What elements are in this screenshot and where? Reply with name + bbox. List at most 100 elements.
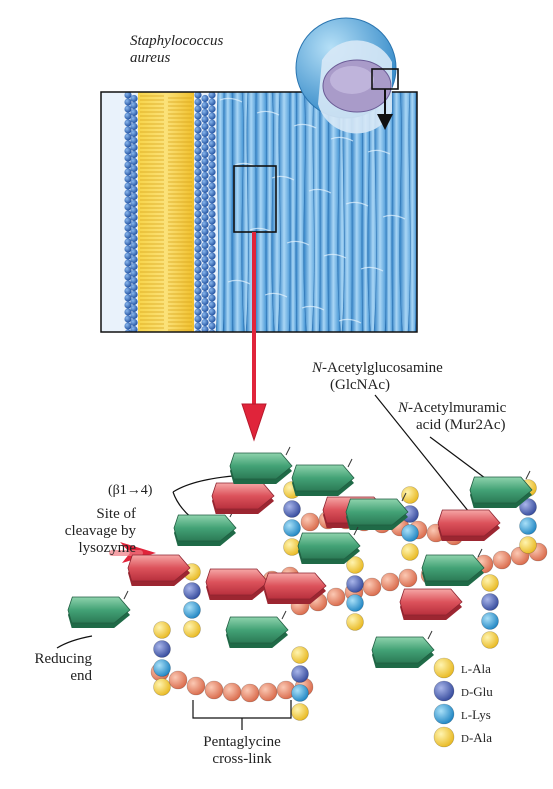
head-group bbox=[201, 284, 208, 291]
ala-bead bbox=[520, 537, 537, 554]
head-group bbox=[208, 140, 215, 147]
head-group bbox=[201, 200, 208, 207]
head-group bbox=[208, 189, 215, 196]
head-group bbox=[208, 287, 215, 294]
head-group bbox=[124, 154, 131, 161]
cell-wall-panel bbox=[101, 91, 425, 340]
fiber-strand bbox=[224, 92, 234, 332]
head-group bbox=[124, 308, 131, 315]
head-group bbox=[194, 238, 201, 245]
head-group bbox=[194, 273, 201, 280]
head-group bbox=[194, 98, 201, 105]
head-group bbox=[130, 312, 137, 319]
glcnac-ring bbox=[422, 549, 484, 586]
head-group bbox=[208, 203, 215, 210]
glu-bead bbox=[284, 501, 301, 518]
head-group bbox=[194, 329, 201, 336]
head-group bbox=[201, 102, 208, 109]
head-group bbox=[124, 294, 131, 301]
head-group bbox=[201, 186, 208, 193]
head-group bbox=[130, 263, 137, 270]
head-group bbox=[201, 221, 208, 228]
pentaglycine-label: Pentaglycine cross-link bbox=[186, 734, 298, 768]
glycine-bead bbox=[363, 578, 381, 596]
head-group bbox=[208, 196, 215, 203]
substituent bbox=[124, 591, 128, 599]
head-group bbox=[124, 210, 131, 217]
head-group bbox=[130, 284, 137, 291]
residue-name: -Glu bbox=[469, 684, 493, 699]
membrane-head-groups-outer bbox=[124, 91, 137, 340]
head-group bbox=[208, 147, 215, 154]
head-group bbox=[194, 315, 201, 322]
head-group bbox=[208, 210, 215, 217]
head-group bbox=[208, 266, 215, 273]
residue-label: L-Ala bbox=[461, 660, 491, 679]
head-group bbox=[130, 256, 137, 263]
glycine-bead bbox=[381, 573, 399, 591]
head-group bbox=[124, 287, 131, 294]
head-group bbox=[208, 98, 215, 105]
head-group bbox=[208, 217, 215, 224]
head-group bbox=[130, 249, 137, 256]
head-group bbox=[208, 259, 215, 266]
legend-glu-bead bbox=[434, 681, 454, 701]
head-group bbox=[201, 270, 208, 277]
organism-genus: Staphylococcus bbox=[130, 33, 223, 50]
head-group bbox=[201, 305, 208, 312]
head-group bbox=[201, 312, 208, 319]
head-group bbox=[124, 322, 131, 329]
head-group bbox=[194, 224, 201, 231]
head-group bbox=[124, 259, 131, 266]
head-group bbox=[130, 95, 137, 102]
murnac-italic-n: N bbox=[398, 400, 408, 416]
head-group bbox=[201, 207, 208, 214]
head-group bbox=[194, 266, 201, 273]
reducing-end-label: Reducing end bbox=[6, 651, 92, 685]
head-group bbox=[208, 175, 215, 182]
head-group bbox=[208, 252, 215, 259]
head-group bbox=[194, 287, 201, 294]
head-group bbox=[124, 266, 131, 273]
head-group bbox=[194, 301, 201, 308]
head-group bbox=[201, 109, 208, 116]
head-group bbox=[130, 130, 137, 137]
head-group bbox=[201, 193, 208, 200]
head-group bbox=[201, 249, 208, 256]
ala-bead bbox=[402, 487, 419, 504]
lys-bead bbox=[154, 660, 171, 677]
head-group bbox=[130, 207, 137, 214]
head-group bbox=[201, 172, 208, 179]
head-group bbox=[201, 333, 208, 340]
head-group bbox=[208, 238, 215, 245]
murnac-label: N-Acetylmuramic acid (Mur2Ac) bbox=[398, 400, 506, 434]
ala-bead bbox=[482, 575, 499, 592]
glycine-bead bbox=[301, 513, 319, 531]
glcnac-name: -Acetylglucosamine bbox=[322, 360, 443, 376]
lysozyme-cleavage-label: Site of cleavage by lysozyme bbox=[36, 506, 136, 557]
head-group bbox=[130, 193, 137, 200]
legend-ala-bead bbox=[434, 727, 454, 747]
residue-name: -Ala bbox=[468, 661, 491, 676]
head-group bbox=[201, 158, 208, 165]
lys-bead bbox=[292, 685, 309, 702]
head-group bbox=[124, 126, 131, 133]
head-group bbox=[130, 305, 137, 312]
legend-tetrapeptide bbox=[434, 658, 454, 747]
substituent bbox=[286, 447, 290, 455]
glycine-bead bbox=[205, 681, 223, 699]
ala-bead bbox=[292, 704, 309, 721]
head-group bbox=[194, 105, 201, 112]
head-group bbox=[208, 294, 215, 301]
glcnac-label: N-Acetylglucosamine (GlcNAc) bbox=[312, 360, 443, 394]
head-group bbox=[194, 210, 201, 217]
glcnac-ring bbox=[226, 611, 288, 648]
ala-bead bbox=[154, 679, 171, 696]
head-group bbox=[208, 280, 215, 287]
head-group bbox=[130, 172, 137, 179]
head-group bbox=[124, 168, 131, 175]
head-group bbox=[194, 308, 201, 315]
head-group bbox=[194, 203, 201, 210]
head-group bbox=[201, 165, 208, 172]
glu-bead bbox=[154, 641, 171, 658]
